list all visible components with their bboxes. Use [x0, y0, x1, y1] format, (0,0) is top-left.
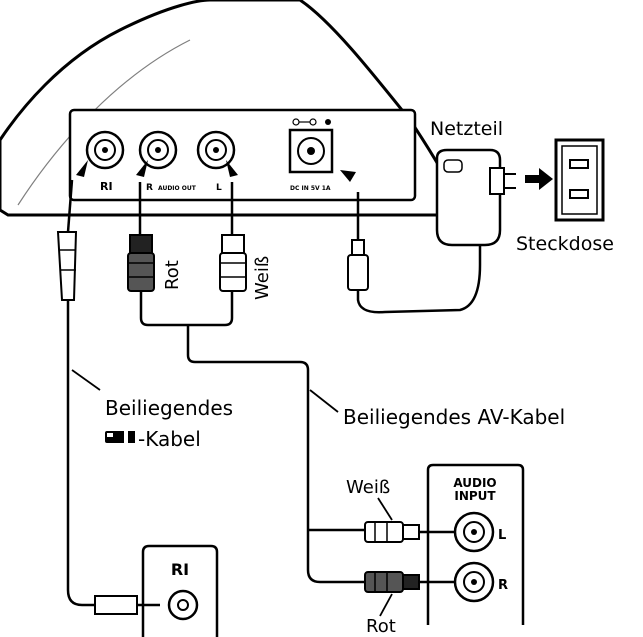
red-plug-inserted: [364, 571, 455, 593]
white-plug-inserted: [364, 521, 455, 543]
power-adapter: [347, 148, 516, 314]
red-plug-leader: [379, 593, 393, 617]
audio-input-l-label: L: [498, 528, 506, 543]
ri-cable-label-line2: -Kabel: [138, 427, 201, 451]
av-cable-label: Beiliegendes AV-Kabel: [343, 405, 565, 429]
av-cable-wire: [139, 291, 365, 584]
audio-input-red-label: Rot: [366, 616, 396, 637]
audio-input-panel: [426, 463, 525, 625]
dc-in-jack[interactable]: [288, 128, 334, 174]
device-r-label: R: [146, 183, 153, 193]
wall-outlet: [554, 138, 605, 222]
device-ri-label: RI: [100, 180, 113, 193]
device-audio-out-label: AUDIO OUT: [158, 185, 197, 192]
polarity-icon: [292, 118, 331, 126]
audio-input-title-line1: AUDIO: [453, 476, 496, 490]
ri-panel-label: RI: [171, 560, 189, 579]
device-dc-in-label: DC IN 5V 1A: [290, 185, 331, 192]
ri-logo-icon: [105, 431, 135, 443]
audio-input-r-label: R: [498, 578, 508, 593]
ri-jack[interactable]: [85, 130, 125, 170]
av-plug-red-label: Rot: [162, 260, 183, 290]
ri-panel-jack[interactable]: [167, 589, 199, 621]
audio-out-l-jack[interactable]: [196, 130, 236, 170]
ri-panel: [141, 544, 219, 637]
audio-input-r-jack[interactable]: [453, 561, 495, 603]
ri-cable-label-line1: Beiliegendes: [105, 396, 233, 420]
device-body: [0, 0, 462, 217]
audio-input-title-line2: INPUT: [454, 489, 496, 503]
ri-cable-leader: [71, 369, 101, 391]
audio-input-l-jack[interactable]: [453, 511, 495, 553]
av-plug-white-label: Weiß: [252, 256, 273, 300]
device-l-label: L: [216, 183, 222, 193]
white-plug-leader: [377, 497, 393, 521]
av-plug-white: [219, 182, 247, 292]
av-cable-leader: [309, 389, 339, 413]
ri-cable: [56, 179, 160, 615]
adapter-label: Netzteil: [430, 118, 503, 140]
audio-out-r-jack[interactable]: [138, 130, 178, 170]
outlet-label: Steckdose: [516, 233, 614, 255]
connection-arrows: [76, 160, 356, 182]
audio-input-white-label: Weiß: [346, 477, 390, 498]
arrow-right-icon: [525, 168, 553, 190]
